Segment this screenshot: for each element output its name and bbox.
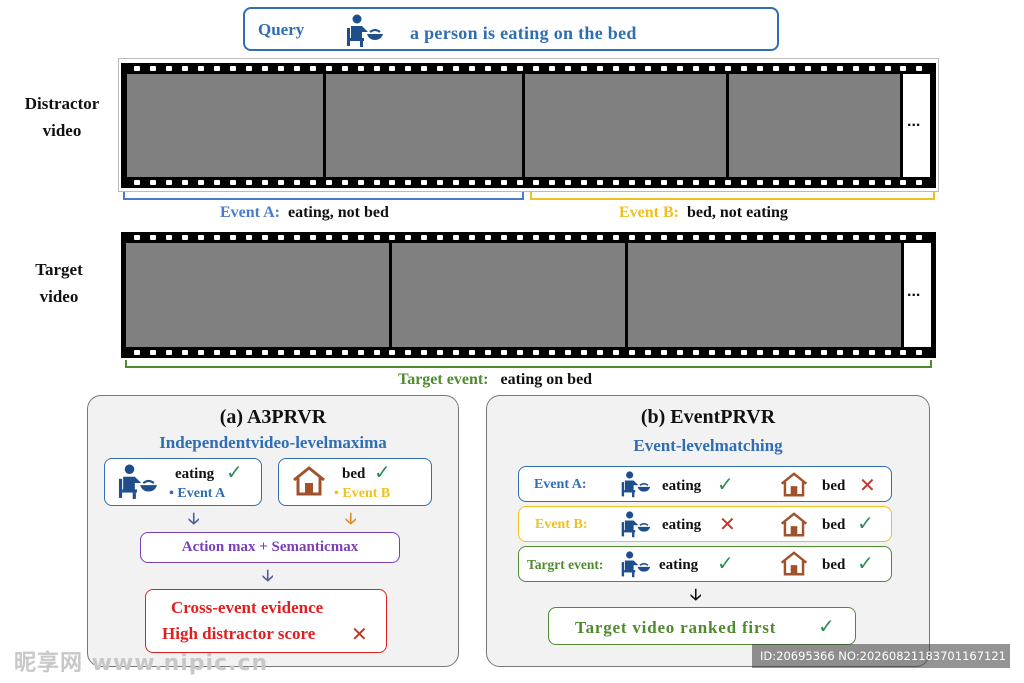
down-arrow-icon: 🡣 [690,585,702,604]
eating-word: eating [175,466,215,482]
person-eating-icon [620,471,652,503]
check-icon: ✓ [818,614,835,638]
distractor-label: Distractor video [14,90,110,144]
query-text: a person is eating on the bed [410,23,637,43]
event-b-bracket [530,192,935,200]
film-holes-top [121,232,936,243]
bed-evidence-box [278,458,432,506]
result-line1: Cross-event evidence [171,598,324,617]
query-box [243,7,779,51]
cross-icon: ✕ [351,622,368,646]
house-icon [292,466,326,501]
video-frame [392,243,625,347]
event-a-bracket [123,192,524,200]
ranking-result-box [548,607,856,645]
cross-icon: ✕ [859,473,876,497]
distractor-label-line1: Distractor [24,94,100,113]
house-icon [780,472,808,502]
event-a-row [518,466,892,502]
check-icon: ✓ [857,511,874,535]
video-frame [525,74,726,177]
film-holes-bottom [121,347,936,358]
target-film: ... [121,232,936,358]
max-combine-label: Action max + Semanticmax [181,539,359,555]
video-frame [127,74,323,177]
ellipsis: ... [907,113,921,130]
row-eating-word: eating [662,517,702,533]
film-tail [903,74,930,177]
row-label: Targrt event: [527,557,604,572]
down-arrow-icon: 🡣 [345,509,357,528]
query-label: Query [258,20,305,39]
event-b-row [518,506,892,542]
event-a-desc: eating, not bed [288,204,389,221]
panel-a-subtitle: Independentvideo-levelmaxima [159,433,387,452]
target-label-line1: Target [35,260,83,279]
person-eating-icon [620,511,652,543]
event-a-label: Event A: eating, not bed [220,204,389,222]
house-icon [780,512,808,542]
row-bed-word: bed [822,478,846,494]
video-frame [729,74,900,177]
distractor-outline [118,58,939,192]
person-eating-icon [115,464,161,505]
panel-a-title: (a) A3PRVR [219,406,327,428]
watermark-left: 昵享网 www.nipic.cn [14,651,269,676]
target-event-label: Target event: eating on bed [398,371,592,389]
result-line2: High distractor score [162,624,316,643]
max-combine-box [140,532,400,563]
panel-b-title: (b) EventPRVR [640,406,776,428]
check-icon: ✓ [717,472,734,496]
film-tail [904,243,931,347]
target-event-name: Target event: [398,371,489,388]
video-frame [628,243,901,347]
row-label: Event B: [535,517,588,532]
event-b-name: Event B: [619,204,679,221]
target-event-bracket [125,360,932,368]
down-arrow-icon: 🡣 [262,566,274,585]
check-icon: ✓ [226,460,243,484]
event-a-name: Event A: [220,204,280,221]
person-eating-icon [345,14,385,53]
row-bed-word: bed [822,557,846,573]
check-icon: ✓ [717,551,734,575]
ellipsis: ... [907,283,921,300]
person-eating-icon [620,551,652,583]
check-icon: ✓ [857,551,874,575]
house-icon [780,551,808,581]
eating-source: • Event A [169,486,226,501]
row-label: Event A: [534,477,587,492]
target-event-row [518,546,892,582]
down-arrow-icon: 🡣 [188,509,200,528]
film-holes-bottom [121,177,936,188]
cross-icon: ✕ [719,512,736,536]
row-eating-word: eating [662,478,702,494]
check-icon: ✓ [374,460,391,484]
video-frame [126,243,389,347]
video-frame [326,74,522,177]
distractor-result-box [145,589,387,653]
distractor-film: ... [121,63,936,188]
row-bed-word: bed [822,517,846,533]
target-event-desc: eating on bed [500,371,593,388]
target-label: Target video [14,256,104,310]
row-eating-word: eating [659,557,699,573]
distractor-label-line2: video [42,121,82,140]
bed-word: bed [342,466,366,482]
film-holes-top [121,63,936,74]
ranking-result-text: Target video ranked first [575,618,777,637]
panel-b-subtitle: Event-levelmatching [633,436,783,455]
watermark-id: ID:20695366 NO:20260821183701167121 [752,644,1010,668]
event-b-desc: bed, not eating [687,204,788,221]
bed-source: • Event B [334,486,391,501]
target-label-line2: video [39,287,79,306]
event-b-label: Event B: bed, not eating [619,204,788,222]
